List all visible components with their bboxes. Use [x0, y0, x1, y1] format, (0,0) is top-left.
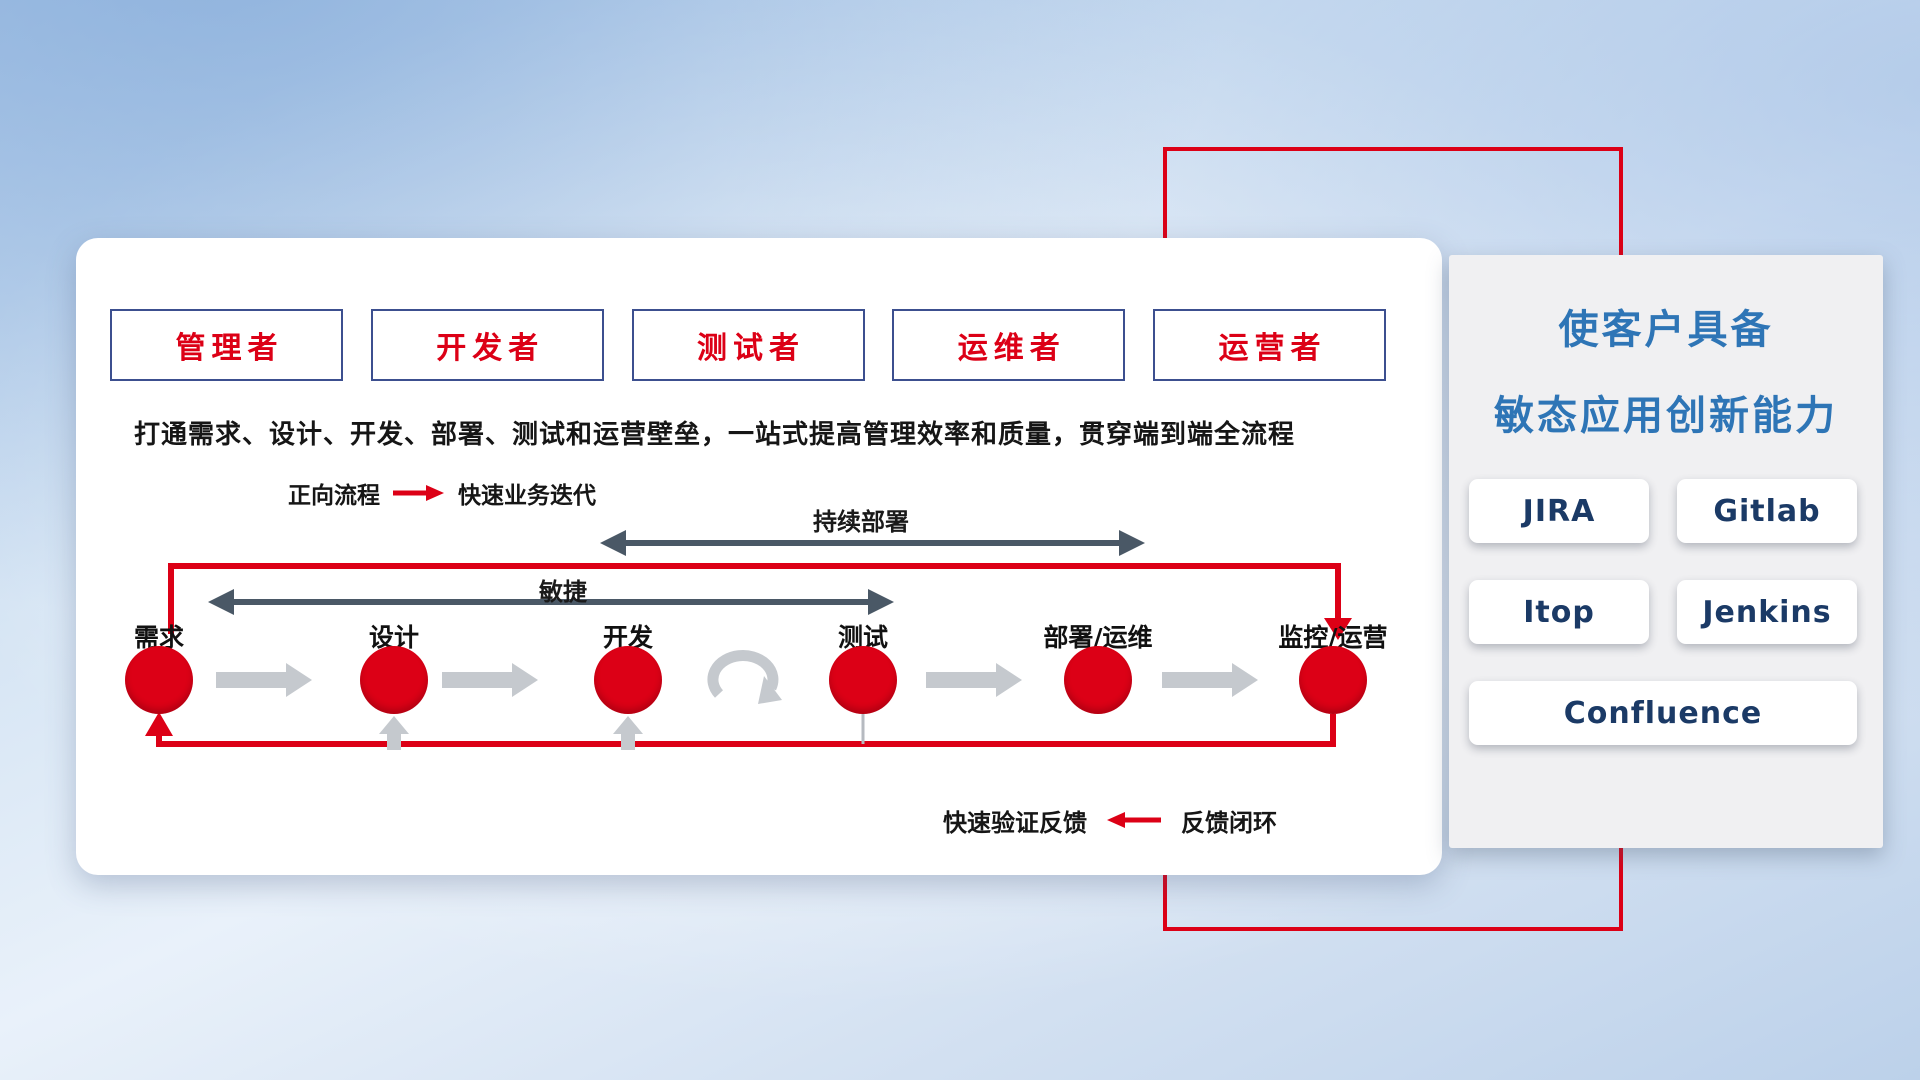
tool-badge-jenkins: Jenkins [1677, 580, 1857, 644]
tool-badge-jira: JIRA [1469, 479, 1649, 543]
feedback-legend-value: 反馈闭环 [1181, 808, 1277, 837]
stage-node-design [360, 646, 428, 714]
stage-node-requirements [125, 646, 193, 714]
flow-subtitle: 打通需求、设计、开发、部署、测试和运营壁垒，一站式提高管理效率和质量，贯穿端到端… [134, 420, 1296, 450]
agile-label: 敏捷 [539, 578, 587, 606]
continuous-deploy-label: 持续部署 [813, 508, 909, 536]
stage-node-test [829, 646, 897, 714]
stage-node-deploy-ops [1064, 646, 1132, 714]
forward-legend-label: 正向流程 [288, 483, 380, 509]
feedback-legend: 快速验证反馈 反馈闭环 [943, 804, 1277, 837]
forward-arrow-icon [393, 485, 444, 501]
capability-title-line1: 使客户具备 [1558, 307, 1774, 353]
feedback-up-arrow-develop [613, 716, 643, 750]
iteration-loop-icon [707, 650, 782, 704]
roles-row: 管理者 开发者 测试者 运维者 运营者 [110, 309, 1386, 381]
capability-panel: 使客户具备 敏态应用创新能力 JIRA Gitlab Itop Jenkins … [1449, 255, 1883, 848]
devops-flow-panel: 管理者 开发者 测试者 运维者 运营者 打通需求、设计、开发、部署、测试和运营壁… [76, 238, 1442, 875]
forward-legend: 正向流程 快速业务迭代 [288, 478, 596, 509]
role-box-ops: 运维者 [892, 309, 1126, 381]
flow-arrow-3 [926, 663, 1022, 697]
flow-arrow-1 [216, 663, 312, 697]
flow-arrow-4 [1162, 663, 1258, 697]
stage-node-monitor-op [1299, 646, 1367, 714]
role-box-developer: 开发者 [370, 309, 604, 381]
role-box-operator: 运营者 [1153, 309, 1386, 381]
role-box-manager: 管理者 [110, 309, 343, 381]
flow-arrow-2 [442, 663, 538, 697]
feedback-legend-label: 快速验证反馈 [943, 808, 1087, 837]
tools-grid: JIRA Gitlab Itop Jenkins Confluence [1469, 479, 1857, 745]
tool-badge-gitlab: Gitlab [1677, 479, 1857, 543]
forward-legend-value: 快速业务迭代 [458, 483, 596, 509]
stage-node-develop [594, 646, 662, 714]
feedback-loop-line [145, 712, 1336, 747]
feedback-up-arrow-design [379, 716, 409, 750]
tool-badge-itop: Itop [1469, 580, 1649, 644]
role-box-tester: 测试者 [631, 309, 865, 381]
feedback-arrow-icon [1107, 812, 1161, 828]
tool-badge-confluence: Confluence [1469, 681, 1857, 745]
capability-title-line2: 敏态应用创新能力 [1494, 393, 1838, 439]
